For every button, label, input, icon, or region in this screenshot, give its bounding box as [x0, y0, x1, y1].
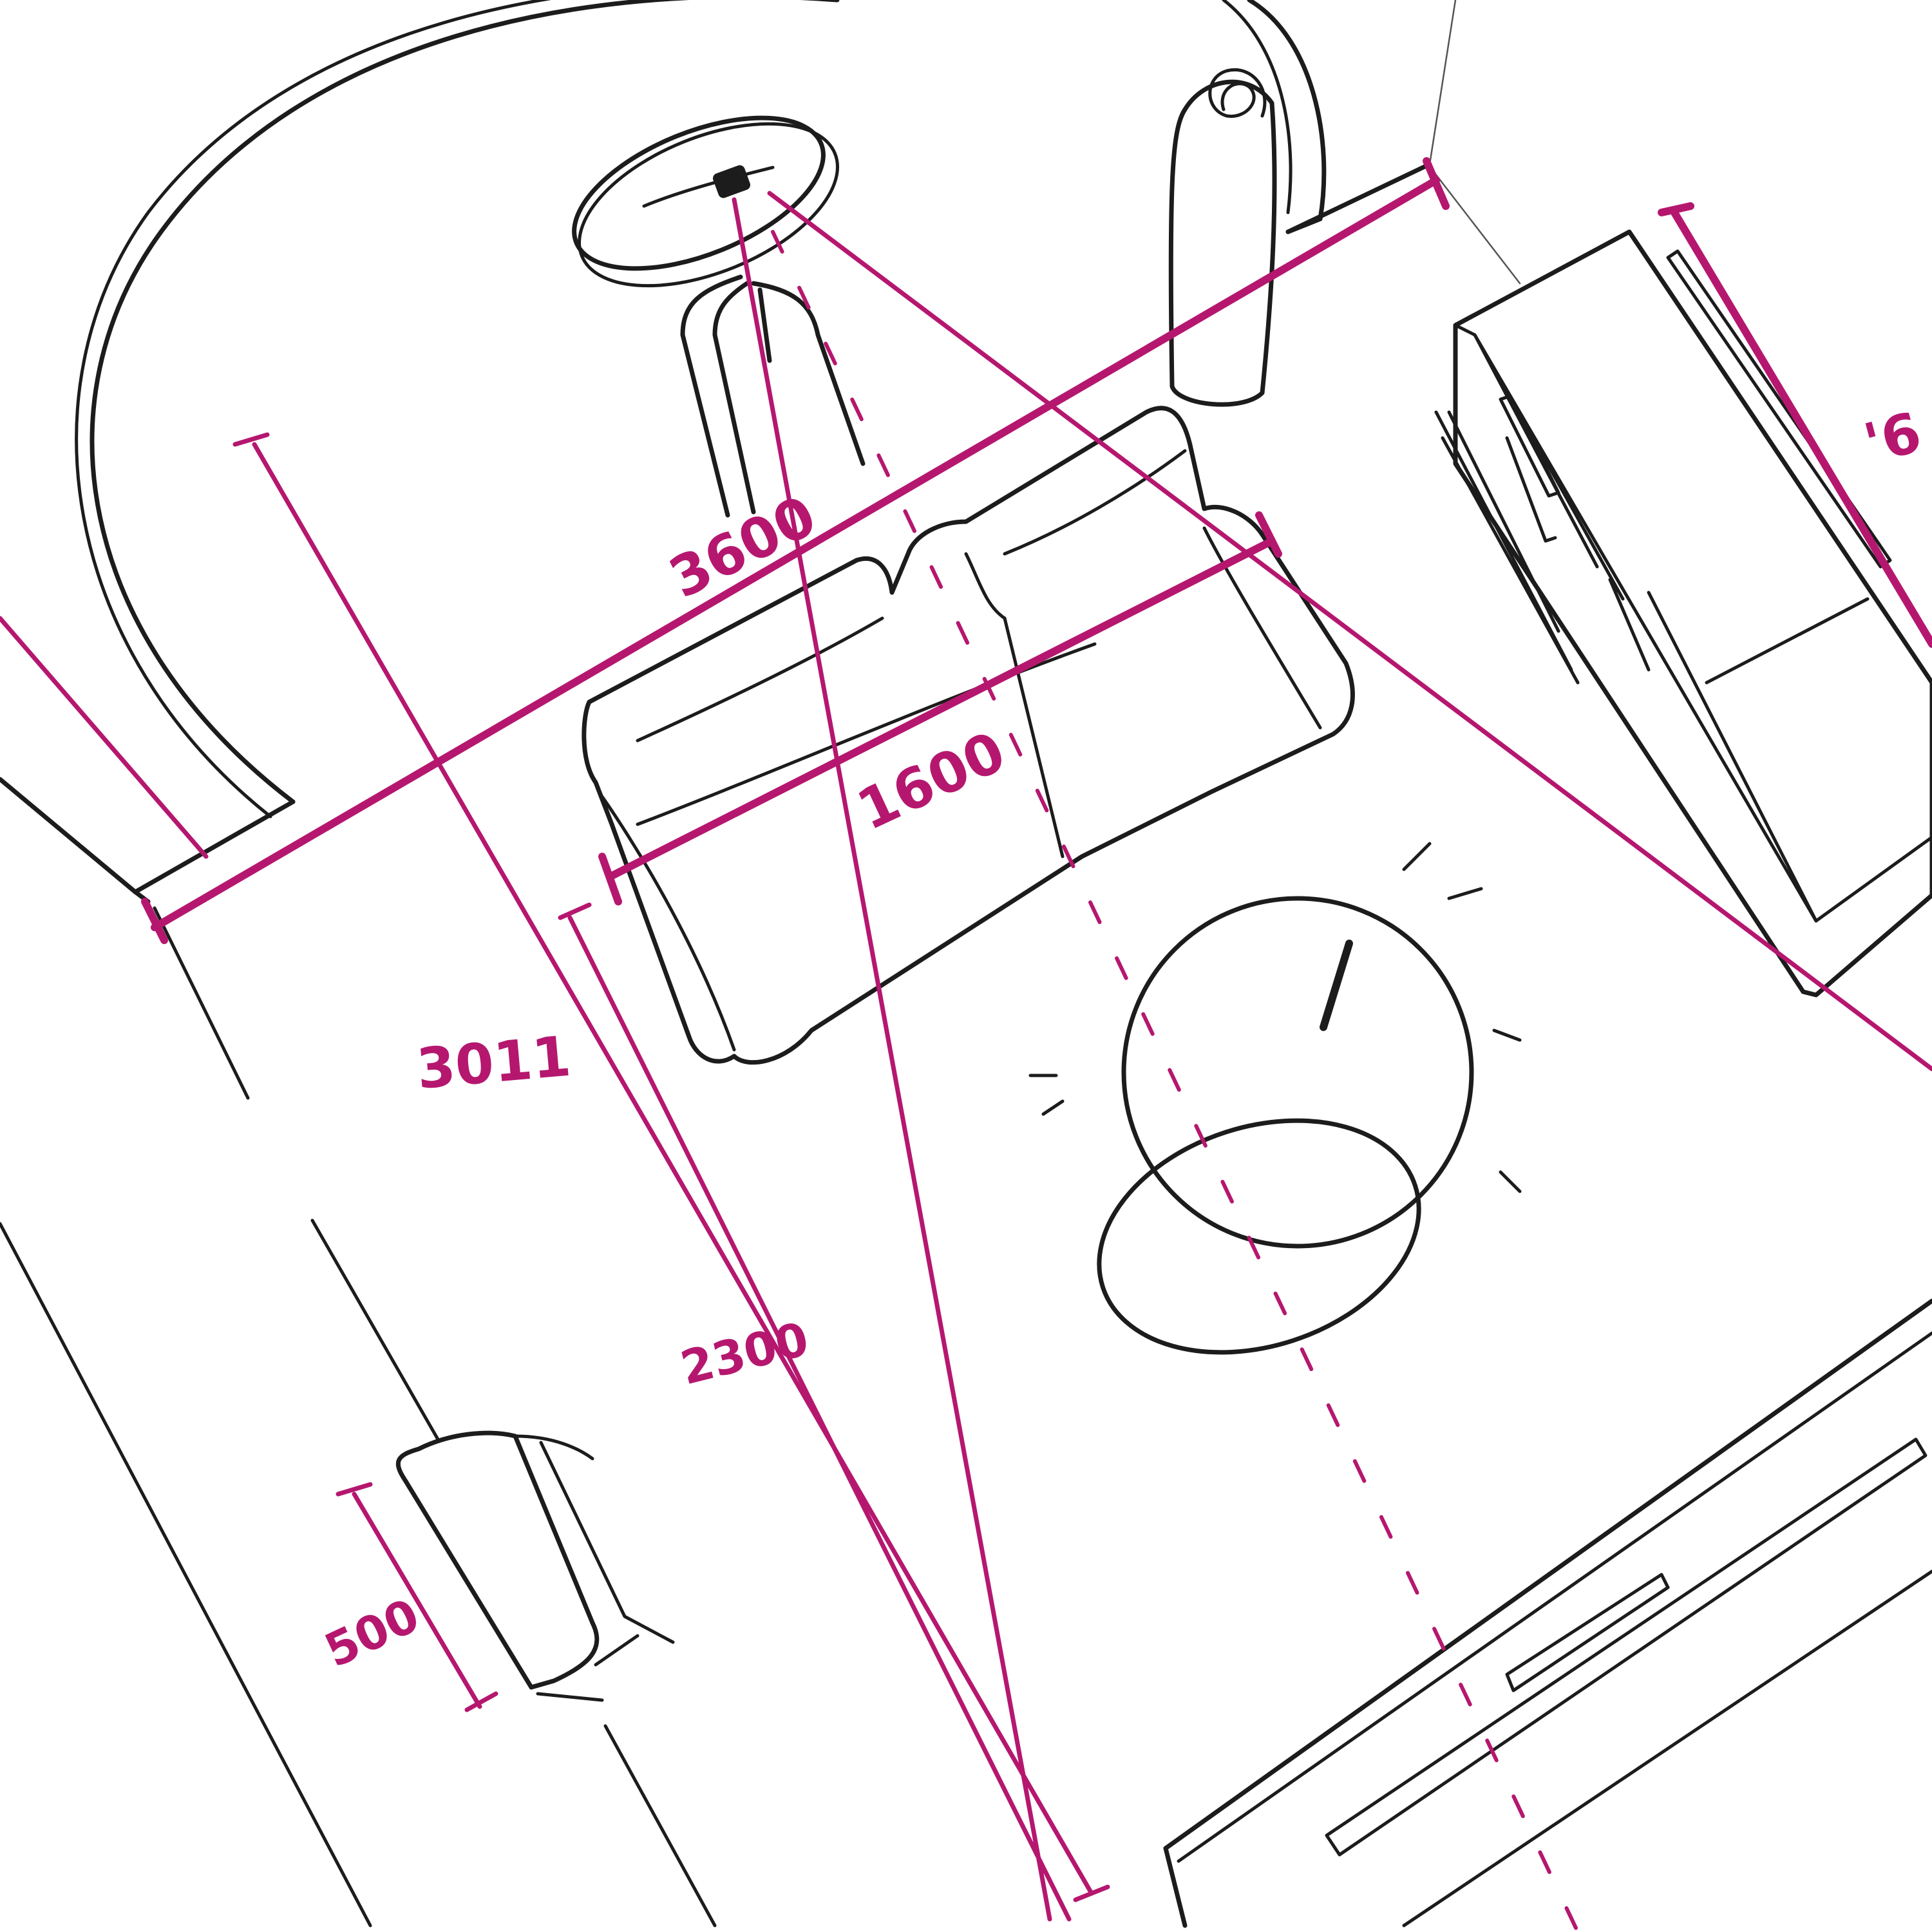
- sofa-seam-2: [964, 552, 1007, 620]
- dresser-top-edge: [1454, 323, 1932, 923]
- dimension-labels: 3600 1600 3011 2300 500 '6: [317, 400, 1928, 1678]
- dresser-outline: [1453, 229, 1932, 998]
- corner-line: [1428, 0, 1457, 166]
- offset-tick-bottom: [1073, 1884, 1110, 1902]
- arch-end-left: [133, 799, 296, 904]
- chair-back: [395, 1430, 600, 1690]
- curved-wall-outer: [90, 0, 840, 804]
- table-base: [1097, 1118, 1421, 1355]
- console-top: [1163, 1298, 1932, 1851]
- console-front: [1163, 1846, 1188, 1928]
- right-partial-label: '6: [1858, 400, 1928, 477]
- room-width-tick-left: [141, 898, 168, 944]
- tripod-head: [572, 115, 826, 271]
- console-slot-2: [1505, 1573, 1670, 1692]
- distance-line-2300: [567, 915, 1072, 1922]
- left-floor-line-b: [310, 1218, 440, 1441]
- camera-to-right-line: [767, 191, 1932, 1072]
- console-lower: [1402, 1569, 1932, 1927]
- dimension-lines: [0, 157, 1932, 1932]
- dresser: [1434, 229, 1932, 998]
- console-edge: [1177, 1331, 1932, 1863]
- chair-depth-label: 500: [317, 1588, 428, 1678]
- camera-distance-label: 2300: [676, 1312, 814, 1396]
- right-partial-line: [1671, 209, 1932, 648]
- sofa-armrest-left: [597, 790, 736, 1052]
- table-motion-marks: [1028, 842, 1522, 1193]
- table-top: [1121, 896, 1474, 1249]
- dresser-shade: [1434, 410, 1580, 685]
- left-floor-line-a: [0, 1222, 372, 1927]
- chair-depth-line: [352, 1492, 482, 1709]
- arch-end-right-inner: [1222, 0, 1293, 214]
- lamp-spiral: [1208, 68, 1267, 118]
- round-table: [1028, 842, 1522, 1355]
- sofa-width-tick-left: [598, 853, 622, 905]
- chair-depth-tick-top: [336, 1482, 373, 1497]
- right-partial-tick: [1658, 202, 1694, 216]
- left-wall-line: [0, 616, 209, 859]
- lamp-icon: [1168, 68, 1277, 407]
- sofa-armrest-right: [1202, 526, 1322, 730]
- sofa-outline: [582, 406, 1355, 1065]
- offset-line-3011: [252, 442, 1094, 1896]
- camera-to-sofa-left-line: [732, 197, 1052, 1922]
- left-wall-top: [0, 777, 138, 895]
- desk-chair: [395, 1430, 675, 1702]
- room-width-line: [151, 176, 1440, 931]
- sofa-cushion-divide: [1003, 616, 1065, 858]
- sofa-width-line: [608, 537, 1276, 880]
- dresser-handle-2: [1505, 436, 1557, 543]
- chair-depth-tick-bottom: [464, 1691, 498, 1712]
- sofa-width-tick-right: [1255, 511, 1282, 558]
- media-console: [1163, 1298, 1932, 1928]
- sofa-seam-3: [1003, 449, 1187, 556]
- sofa-seam-1: [636, 616, 884, 743]
- offset-tick-top: [232, 432, 270, 447]
- sightline-dashed: [771, 230, 1580, 1932]
- camera-icon: [712, 165, 751, 198]
- table-mark: [1320, 940, 1353, 1031]
- distance-tick-top: [558, 902, 592, 920]
- left-floor-line-c: [603, 1724, 717, 1927]
- curved-wall-inner: [75, 0, 552, 819]
- arch-end-right: [1247, 0, 1327, 234]
- tripod-head-rim: [578, 122, 839, 288]
- sofa-width-label: 1600: [848, 719, 1015, 843]
- camera-tripod: [572, 115, 866, 518]
- wall-offset-label: 3011: [414, 1024, 573, 1101]
- left-wall-floor-line: [153, 906, 250, 1100]
- corner-dash: [1432, 169, 1521, 285]
- tripod-icon: [680, 274, 866, 518]
- dresser-handle-1: [1499, 394, 1560, 498]
- tripod-head-detail: [642, 166, 775, 208]
- chair-side: [513, 1434, 675, 1702]
- dresser-door-handle: [1666, 249, 1892, 569]
- console-slot-1: [1325, 1437, 1927, 1857]
- back-wall: [1285, 162, 1432, 234]
- room-width-tick-right: [1423, 157, 1450, 210]
- lamp-body: [1168, 79, 1277, 407]
